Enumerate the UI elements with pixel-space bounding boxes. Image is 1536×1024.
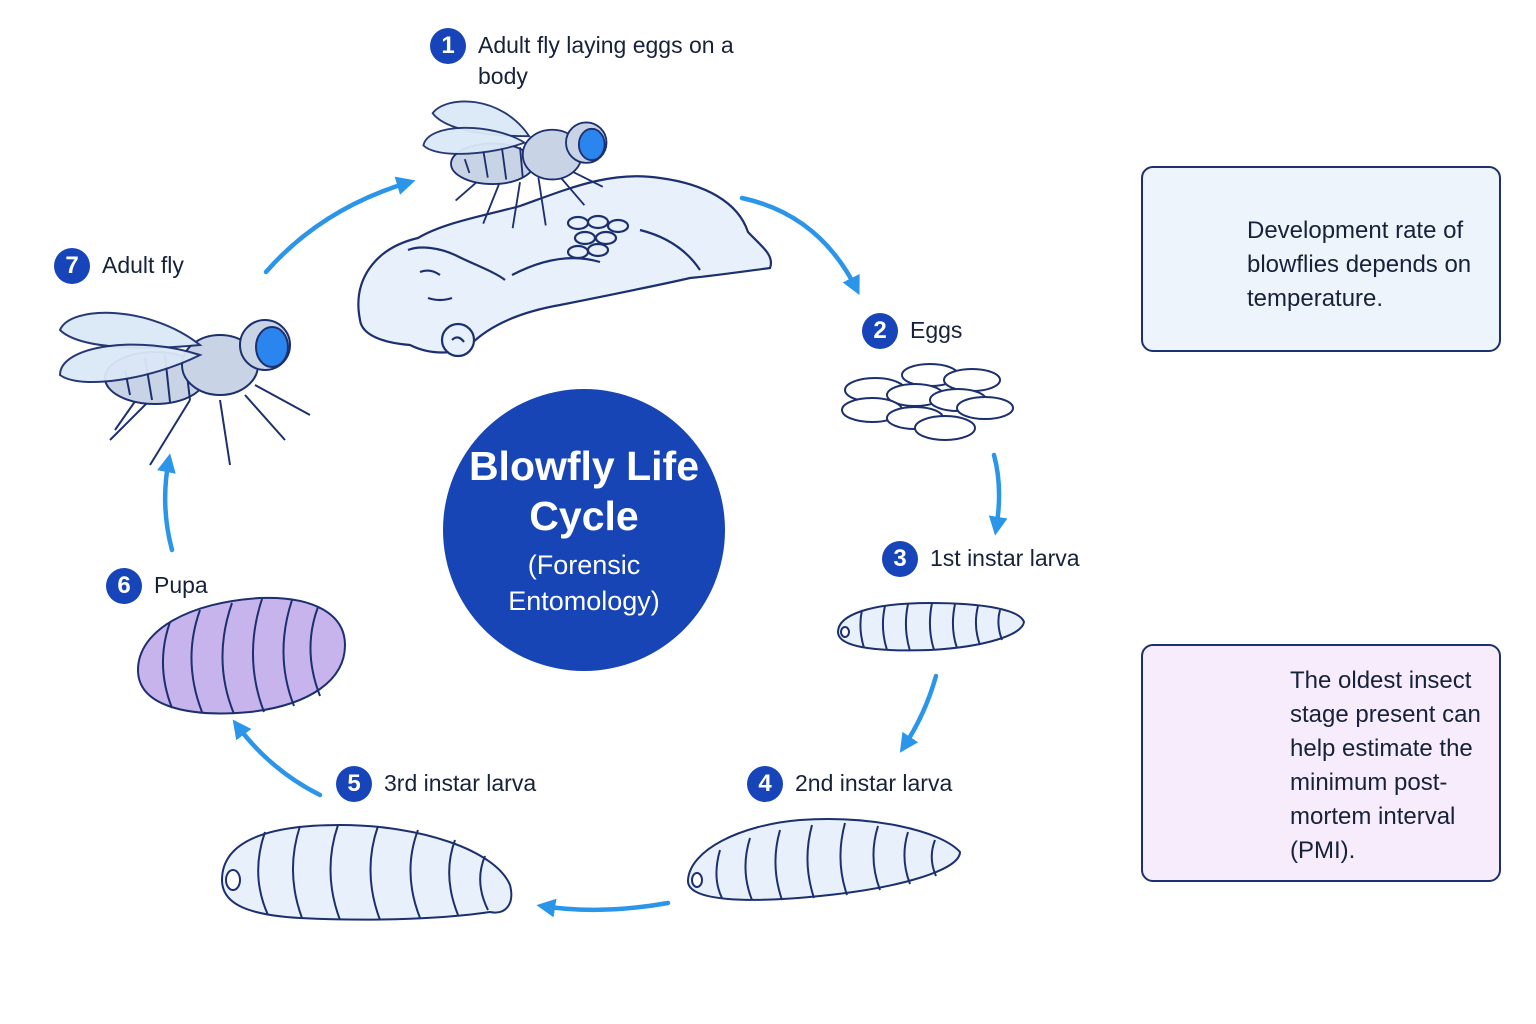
- stage-7-badge: 7: [54, 248, 90, 284]
- pmi-info-box: The oldest insect stage present can help…: [1141, 644, 1501, 882]
- arrow-6-to-7: [157, 453, 176, 553]
- stage-6-label: Pupa: [154, 572, 208, 598]
- stage-4-label: 2nd instar larva: [795, 770, 953, 796]
- stage-4-badge: 4: [747, 766, 783, 802]
- center-title: Blowfly Life Cycle: [468, 443, 700, 539]
- stage-7: 7 Adult fly: [54, 248, 184, 284]
- adult-fly-icon: [58, 311, 311, 466]
- cycle-arrows: [157, 176, 1008, 918]
- stage-1-label: Adult fly laying eggs on a body: [478, 32, 734, 89]
- arrow-3-to-4: [899, 673, 939, 753]
- fly-laying-eggs-icon: [422, 100, 608, 229]
- arrow-2-to-3: [988, 452, 1008, 536]
- stage-1: 1 Adult fly laying eggs on a body: [430, 28, 738, 92]
- stage-7-label: Adult fly: [102, 252, 184, 278]
- body-illustration: [357, 175, 773, 358]
- arrow-1-to-2: [739, 195, 860, 296]
- stage-2-label: Eggs: [910, 317, 963, 343]
- stage-3-badge: 3: [882, 541, 918, 577]
- arrow-5-to-6: [232, 719, 323, 798]
- stage-6-badge: 6: [106, 568, 142, 604]
- temperature-info-text: Development rate of blowflies depends on…: [1247, 217, 1472, 312]
- temperature-info-box: Development rate of blowflies depends on…: [1141, 166, 1501, 352]
- center-subtitle: (Forensic Entomology): [508, 550, 660, 616]
- center-title-circle: Blowfly Life Cycle (Forensic Entomology): [443, 389, 725, 671]
- stage-5-label: 3rd instar larva: [384, 770, 537, 796]
- stage-6: 6 Pupa: [106, 568, 208, 604]
- first-instar-larva-icon: [836, 601, 1026, 652]
- pupa-icon: [136, 596, 347, 715]
- stage-5: 5 3rd instar larva: [336, 766, 536, 802]
- stage-1-badge: 1: [430, 28, 466, 64]
- second-instar-larva-icon: [686, 818, 962, 901]
- pmi-info-text: The oldest insect stage present can help…: [1290, 667, 1481, 864]
- stage-3: 3 1st instar larva: [882, 541, 1080, 577]
- stage-3-label: 1st instar larva: [930, 545, 1080, 571]
- stage-2-badge: 2: [862, 313, 898, 349]
- stage-4: 4 2nd instar larva: [747, 766, 952, 802]
- stage-2: 2 Eggs: [862, 313, 962, 349]
- stage-5-badge: 5: [336, 766, 372, 802]
- third-instar-larva-icon: [220, 823, 513, 921]
- arrow-7-to-1: [263, 176, 416, 275]
- eggs-icon: [841, 363, 1014, 441]
- arrow-4-to-5: [536, 898, 671, 918]
